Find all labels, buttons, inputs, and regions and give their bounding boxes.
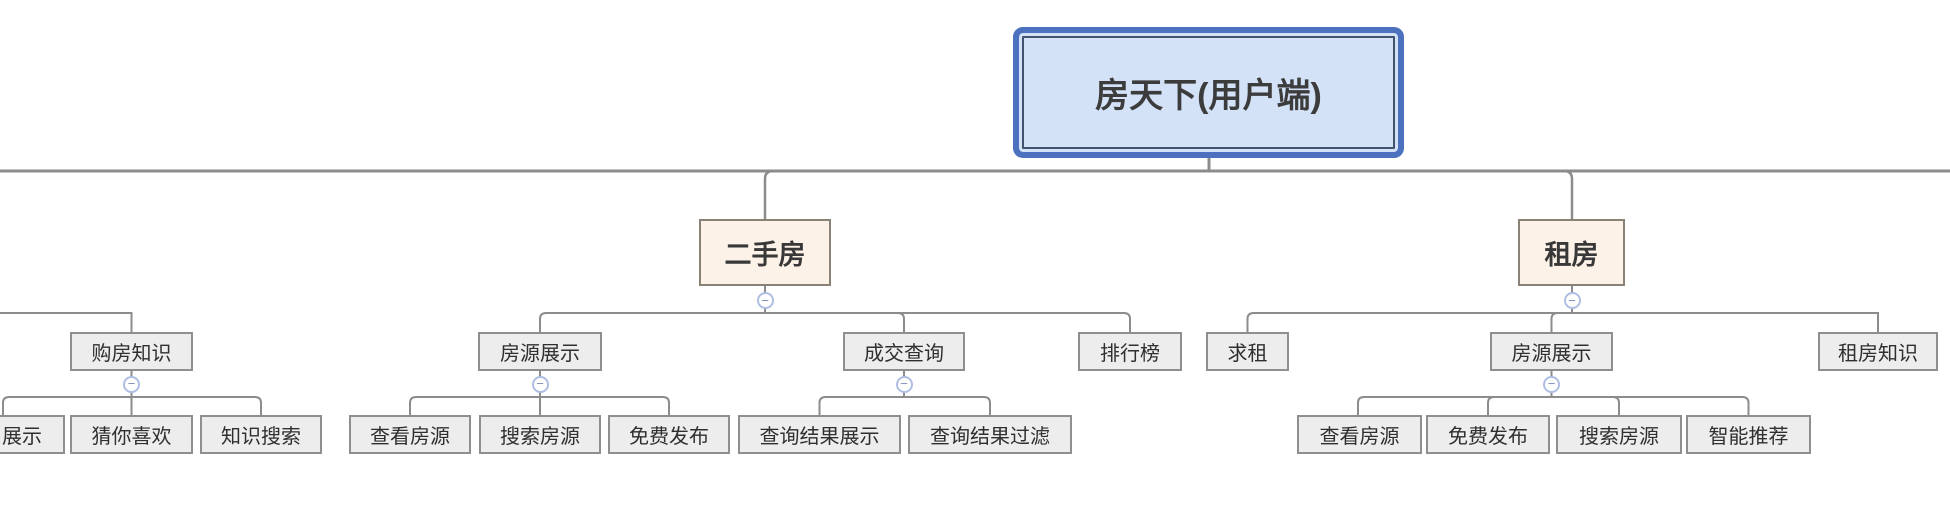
node-knowledge-search[interactable]: 知识搜索 [200,415,322,454]
node-view-listing-rent[interactable]: 查看房源 [1297,415,1422,454]
secondhand-children-bus [539,312,1131,332]
node-query-result-filter[interactable]: 查询结果过滤 [908,415,1072,454]
collapse-button-listing-rent[interactable]: − [1543,375,1560,393]
node-ranking[interactable]: 排行榜 [1078,332,1182,371]
secondhand-elbow [763,169,774,219]
node-listing-display-rent[interactable]: 房源展示 [1490,332,1613,371]
node-free-publish-secondhand[interactable]: 免费发布 [608,415,730,454]
minus-icon: − [761,292,769,308]
node-secondhand[interactable]: 二手房 [699,219,831,286]
deal-query-children-bus [818,396,991,415]
rent-listing-stem [1550,312,1558,332]
minus-icon: − [1568,292,1576,308]
rent-listing-children-bus [1357,396,1750,415]
rent-elbow [1563,169,1574,219]
collapse-button-deal-query[interactable]: − [895,375,913,393]
node-free-publish-rent[interactable]: 免费发布 [1426,415,1550,454]
offscreen-left-bus [0,312,133,332]
level3-connectors [0,286,1879,332]
minus-icon: − [127,376,136,391]
node-guess-you-like[interactable]: 猜你喜欢 [70,415,193,454]
branch-elbow-connectors [763,169,1574,219]
collapse-button-listing-secondhand[interactable]: − [531,375,549,393]
collapse-button-secondhand[interactable]: − [756,292,774,309]
node-smart-recommend[interactable]: 智能推荐 [1686,415,1811,454]
node-root[interactable]: 房天下(用户端) [1013,27,1404,158]
collapse-button-purchase-knowledge[interactable]: − [123,375,140,393]
node-query-result-display[interactable]: 查询结果展示 [738,415,901,454]
node-rent-knowledge[interactable]: 租房知识 [1818,332,1938,371]
node-purchase-knowledge[interactable]: 购房知识 [70,332,193,371]
minus-icon: − [1547,376,1556,391]
node-knowledge-display-cut[interactable]: 展示 [0,415,65,454]
node-seeking-rent[interactable]: 求租 [1206,332,1289,371]
node-view-listing-secondhand[interactable]: 查看房源 [349,415,471,454]
minus-icon: − [900,376,908,391]
rent-search-stem [1612,396,1620,415]
root-connectors [0,158,1950,173]
deal-query-stem [897,312,905,332]
level4-connectors [2,371,1750,415]
node-listing-display-secondhand[interactable]: 房源展示 [478,332,602,371]
collapse-button-rent[interactable]: − [1563,292,1581,309]
rent-publish-stem [1487,396,1495,415]
node-rent[interactable]: 租房 [1518,219,1625,286]
minus-icon: − [536,376,544,391]
node-deal-query[interactable]: 成交查询 [843,332,965,371]
rent-children-bus [1246,312,1879,332]
node-search-listing-rent[interactable]: 搜索房源 [1556,415,1682,454]
node-search-listing-secondhand[interactable]: 搜索房源 [479,415,601,454]
